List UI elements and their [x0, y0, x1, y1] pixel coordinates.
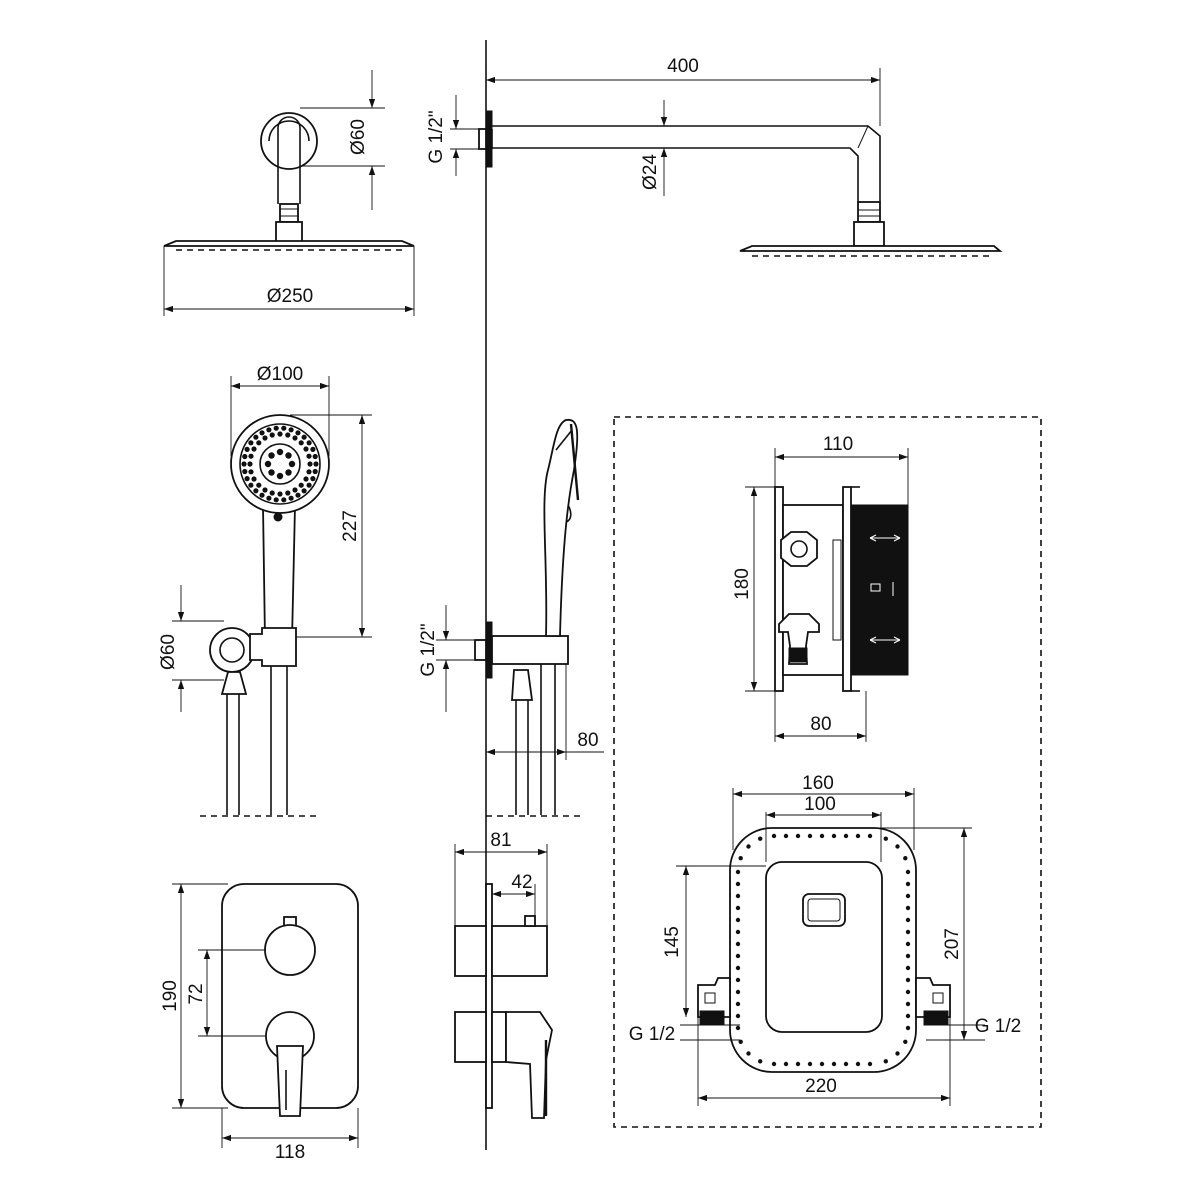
hand-shower-front-view	[200, 414, 330, 817]
label-holder-80: 80	[577, 730, 598, 751]
label-box-thread-left: G 1/2	[629, 1024, 675, 1045]
dimension-holder-80: 80	[486, 664, 604, 760]
dimension-box-100: 100	[765, 794, 882, 862]
dimension-holder-60: Ø60	[158, 585, 224, 712]
dimension-arm-400: 400	[485, 56, 881, 126]
label-box-160: 160	[802, 773, 834, 794]
dimension-hand-100: Ø100	[230, 364, 330, 456]
dimension-box-220: 220	[697, 1017, 951, 1106]
label-arm-24: Ø24	[640, 154, 661, 190]
label-mixer-42: 42	[511, 872, 532, 893]
hand-shower-nozzles	[241, 425, 319, 503]
valve-body-view	[774, 486, 909, 692]
dimension-mixer-81: 81	[454, 830, 548, 926]
hand-shower-side-view	[474, 418, 585, 817]
label-holder-60: Ø60	[158, 634, 179, 670]
installation-box-frame	[613, 416, 1042, 1128]
label-head-thread: G 1/2"	[426, 110, 447, 163]
dimension-valve-180: 180	[732, 486, 775, 692]
dimension-box-thread-right: G 1/2	[926, 1016, 1021, 1041]
dimension-plate-72: 72	[186, 949, 266, 1037]
label-plate-118: 118	[275, 1142, 305, 1163]
installation-box-holes	[735, 833, 911, 1067]
dimension-box-160: 160	[732, 773, 915, 850]
dimension-plate-190: 190	[160, 883, 228, 1109]
dimension-box-207: 207	[870, 827, 972, 1041]
head-shower-side-view	[478, 110, 1003, 257]
dimension-box-thread-left: G 1/2	[629, 1024, 740, 1045]
dimension-valve-80: 80	[774, 691, 867, 742]
dimension-hand-227: 227	[290, 414, 372, 638]
dimension-head-250: Ø250	[163, 246, 415, 316]
dimension-valve-110: 110	[774, 434, 909, 505]
label-flange-60: Ø60	[348, 119, 369, 155]
label-box-thread-right: G 1/2	[975, 1016, 1021, 1037]
dimension-head-thread: G 1/2"	[426, 95, 482, 176]
label-valve-180: 180	[732, 568, 753, 600]
label-valve-110: 110	[823, 434, 853, 455]
dimension-arm-24: Ø24	[640, 100, 668, 196]
label-box-100: 100	[804, 794, 836, 815]
label-valve-80: 80	[810, 714, 831, 735]
dimension-box-145: 145	[662, 865, 766, 1017]
label-hand-100: Ø100	[257, 364, 303, 385]
mixer-plate-front-view	[221, 883, 359, 1117]
label-box-207: 207	[942, 928, 963, 960]
installation-box-view	[697, 827, 951, 1073]
label-box-145: 145	[662, 926, 683, 958]
label-holder-thread: G 1/2"	[418, 623, 439, 676]
label-arm-400: 400	[667, 56, 699, 77]
label-hand-227: 227	[340, 510, 361, 542]
head-shower-front-view	[163, 112, 415, 251]
mixer-side-view	[454, 883, 553, 1119]
dimension-mixer-42: 42	[492, 872, 536, 916]
dimension-holder-thread: G 1/2"	[418, 605, 474, 712]
dimension-plate-118: 118	[221, 1108, 359, 1163]
label-head-250: Ø250	[267, 286, 313, 307]
label-plate-72: 72	[186, 983, 207, 1004]
label-mixer-81: 81	[490, 830, 511, 851]
label-plate-190: 190	[160, 980, 181, 1012]
label-box-220: 220	[805, 1076, 837, 1097]
dimension-flange-60: Ø60	[300, 70, 385, 210]
